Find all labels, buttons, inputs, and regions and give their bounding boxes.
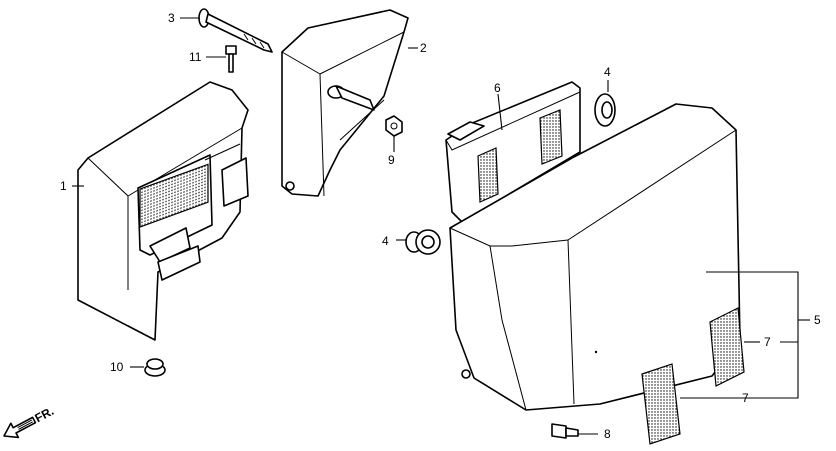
part-4-grommet-upper: [594, 93, 616, 127]
leader-lines: [72, 17, 810, 435]
callout-6: 6: [494, 81, 501, 95]
part-8-screw: [551, 423, 579, 439]
part-4-grommet-lower: [405, 229, 441, 255]
callout-7-lower: 7: [742, 391, 749, 405]
callout-2: 2: [420, 41, 427, 55]
callout-4-lower: 4: [382, 234, 389, 248]
callout-5: 5: [814, 313, 821, 327]
callout-1: 1: [60, 179, 67, 193]
callout-8: 8: [604, 427, 611, 441]
part-6-inner-panel: [445, 81, 581, 223]
direction-label: FR.: [32, 404, 56, 425]
callout-10: 10: [110, 360, 124, 374]
part-7-pad-upper: [709, 307, 745, 387]
callout-7-upper: 7: [764, 335, 771, 349]
part-3-bolt: [198, 8, 273, 53]
callout-11: 11: [189, 50, 202, 64]
part-2-frame-bracket: [281, 9, 409, 197]
part-11-small-bolt: [225, 45, 237, 73]
callout-9: 9: [388, 153, 395, 167]
callout-3: 3: [168, 11, 175, 25]
front-direction-arrow: FR.: [3, 404, 56, 439]
part-10-grommet: [144, 358, 166, 377]
part-1-left-side-cover: [77, 81, 249, 341]
part-7-pad-lower: [641, 363, 681, 445]
callout-4-upper: 4: [604, 65, 611, 79]
part-9-nut: [385, 115, 403, 137]
